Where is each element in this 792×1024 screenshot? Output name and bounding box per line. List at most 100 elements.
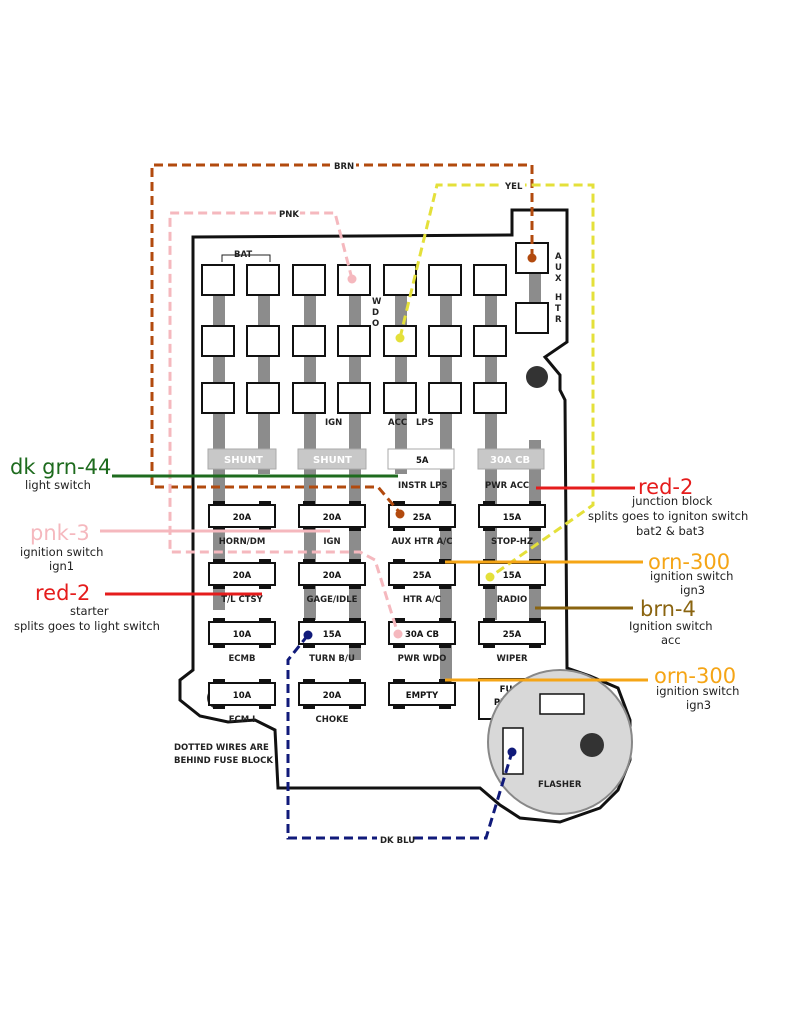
- fuse-rating: 15A: [323, 630, 342, 640]
- fuse-rating: 20A: [323, 513, 342, 523]
- orn300b-sub: ign3: [686, 698, 711, 712]
- red2-right-sub: junction block: [631, 494, 713, 508]
- fuse-rating: 20A: [323, 571, 342, 581]
- fuse-name: HORN/DM: [219, 537, 266, 547]
- dk-blu-wire-label: DK BLU: [380, 836, 415, 846]
- fuse-rating: 25A: [413, 571, 432, 581]
- fuse-rating: 25A: [503, 630, 522, 640]
- flasher-slot: [539, 693, 585, 715]
- wdo-letter: W: [372, 297, 382, 307]
- pnk-wire-label: PNK: [279, 210, 299, 220]
- acc-label: ACC: [388, 418, 407, 428]
- dk-blu-wire: [286, 634, 514, 840]
- fuse-name: ECM I: [229, 715, 256, 725]
- wdo-letter: O: [372, 319, 379, 329]
- brn-wire-label: BRN: [334, 162, 354, 172]
- fuse-rating: 25A: [413, 513, 432, 523]
- brn-wire: [150, 163, 534, 514]
- red2-right-sub: splits goes to igniton switch: [588, 509, 748, 523]
- instr-lps-label: INSTR LPS: [398, 481, 447, 491]
- aux-htr-letter: H: [555, 293, 562, 303]
- aux-htr-letter: T: [555, 304, 561, 314]
- wdo-letter: D: [372, 308, 379, 318]
- red2-left-sub: splits goes to light switch: [14, 619, 160, 633]
- shunt-label: 5A: [416, 456, 429, 466]
- fuse-name: TURN B/U: [309, 654, 355, 664]
- aux-htr-letter: X: [555, 274, 562, 284]
- red2-left-title: red-2: [35, 581, 90, 605]
- fuse: 20A GAGE/IDLE: [298, 559, 366, 605]
- fuse: 15A TURN B/U: [298, 618, 366, 664]
- dk-grn-title: dk grn-44: [10, 455, 111, 479]
- fuse-rating: 15A: [503, 571, 522, 581]
- brn4-sub: acc: [661, 633, 681, 647]
- aux-htr-letter: U: [555, 263, 562, 273]
- brn4-sub: Ignition switch: [629, 619, 713, 633]
- yel-wire: [398, 183, 595, 579]
- fuse: 30A CB PWR WDO: [388, 618, 456, 664]
- orn300a-sub: ignition switch: [650, 569, 733, 583]
- bat-label: BAT: [234, 250, 252, 260]
- orn300b-sub: ignition switch: [656, 684, 739, 698]
- pnk3-title: pnk-3: [30, 521, 90, 545]
- fuse-name: HTR A/C: [403, 595, 441, 605]
- red2-right-sub: bat2 & bat3: [636, 524, 705, 538]
- fuse-name: CHOKE: [316, 715, 349, 725]
- fuse: 25A AUX HTR A/C: [388, 501, 456, 547]
- orn300b-title: orn-300: [654, 664, 736, 688]
- terminal-grid: [201, 242, 549, 414]
- pnk3-sub: ign1: [49, 559, 74, 573]
- fuse-name: ECMB: [229, 654, 256, 664]
- fuse-name: WIPER: [496, 654, 528, 664]
- fuse: 15A STOP-HZ: [478, 501, 546, 547]
- flasher-circle: [487, 669, 633, 815]
- aux-htr-letter: R: [555, 315, 562, 325]
- fuse: 25A WIPER: [478, 618, 546, 664]
- aux-htr-letter: A: [555, 252, 562, 262]
- fuse: 20A HORN/DM: [208, 501, 276, 547]
- fuse-rating: 20A: [323, 691, 342, 701]
- fuse-rating: 20A: [233, 513, 252, 523]
- fuse: 20A T/L CTSY: [208, 559, 276, 605]
- fuse-name: GAGE/IDLE: [307, 595, 358, 605]
- mounting-hole: [526, 366, 548, 388]
- brn4-title: brn-4: [640, 597, 696, 621]
- fuse-rating: EMPTY: [406, 691, 439, 701]
- fuse-name: STOP-HZ: [491, 537, 533, 547]
- flasher-post: [580, 733, 604, 757]
- yel-wire-label: YEL: [504, 182, 523, 192]
- shunt-label: 30A CB: [490, 455, 530, 466]
- fuse-name: AUX HTR A/C: [391, 537, 452, 547]
- red2-right-title: red-2: [638, 475, 693, 499]
- red2-left-sub: starter: [70, 604, 109, 618]
- fuse: 10A ECMB: [208, 618, 276, 664]
- fuse-rating: 15A: [503, 513, 522, 523]
- bat-bracket: [221, 254, 271, 262]
- dk-grn-sub: light switch: [25, 478, 91, 492]
- fuse-rating: 20A: [233, 571, 252, 581]
- fuse-name: IGN: [323, 537, 340, 547]
- dotted-note: BEHIND FUSE BLOCK: [174, 756, 273, 766]
- fuse-name: PWR WDO: [398, 654, 447, 664]
- orn300a-sub: ign3: [680, 583, 705, 597]
- pwr-acc-label: PWR ACC: [485, 481, 529, 491]
- ign-label: IGN: [325, 418, 342, 428]
- flasher-label: FLASHER: [538, 780, 582, 790]
- fuse-name: T/L CTSY: [221, 595, 263, 605]
- pnk3-sub: ignition switch: [20, 545, 103, 559]
- fuse-rating: 30A CB: [405, 630, 439, 640]
- shunt-label: SHUNT: [313, 455, 352, 466]
- fuse: EMPTY: [388, 679, 456, 709]
- shunt-row: [207, 448, 545, 470]
- lps-label: LPS: [416, 418, 434, 428]
- fuse: 20A CHOKE: [298, 679, 366, 725]
- orn300a-title: orn-300: [648, 550, 730, 574]
- fuse-rating: 10A: [233, 630, 252, 640]
- fuse-rating: 10A: [233, 691, 252, 701]
- dotted-note: DOTTED WIRES ARE: [174, 743, 269, 753]
- fuse: 20A IGN: [298, 501, 366, 547]
- fuse: 10A ECM I: [208, 679, 276, 725]
- shunt-label: SHUNT: [224, 455, 263, 466]
- fuse-name: RADIO: [497, 595, 528, 605]
